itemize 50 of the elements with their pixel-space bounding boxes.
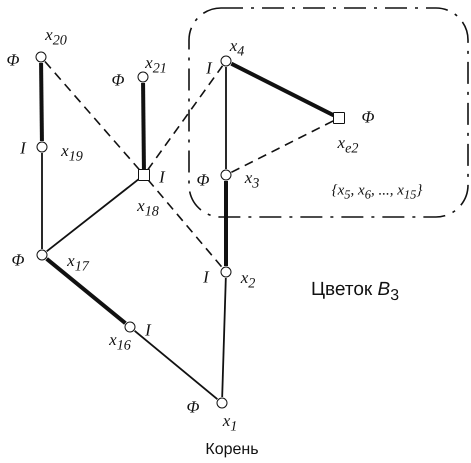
- vertex-circle: [220, 170, 232, 180]
- vertex-label: Φ: [196, 172, 210, 188]
- vertex-set-label: {x$_{5}$, x$_{6}$, ..., x$_{15}$}: [332, 183, 422, 201]
- vertex-label: I: [206, 60, 212, 76]
- vertex-circle: [36, 52, 46, 62]
- vertex-circle: [220, 56, 232, 66]
- graph-edge: [225, 67, 227, 169]
- vertex-label: Φ: [112, 72, 124, 88]
- vertex-label: x$_{19}$: [61, 142, 83, 164]
- dashed-edge: [146, 65, 224, 171]
- vertex-label: Φ: [6, 52, 20, 68]
- graph-edge: [224, 181, 228, 266]
- vertex-label: x$_{3}$: [244, 169, 260, 191]
- vertex-label: I: [20, 140, 26, 156]
- graph-edge: [134, 330, 218, 400]
- vertex-square: [333, 112, 345, 124]
- vertex-label: x$_{2}$: [240, 269, 256, 291]
- graph-edge: [141, 82, 146, 170]
- vertex-circle: [220, 266, 232, 278]
- vertex-label: x$_{e2}$: [338, 134, 358, 156]
- graph-edge: [45, 257, 127, 325]
- graph-edge: [221, 278, 227, 398]
- vertex-label: x$_{4}$: [230, 37, 244, 59]
- vertex-label: x$_{17}$: [67, 252, 89, 274]
- vertex-label: I: [159, 168, 165, 186]
- graph-edge: [46, 178, 140, 252]
- vertex-label: x$_{1}$: [222, 412, 238, 434]
- vertex-circle: [216, 398, 228, 408]
- vertex-square: [138, 169, 150, 181]
- graph-edge: [230, 62, 335, 118]
- vertex-label: I: [203, 268, 209, 286]
- dashed-edge: [147, 179, 223, 268]
- vertex-circle: [36, 250, 48, 260]
- vertex-label: x$_{16}$: [109, 331, 131, 353]
- vertex-label: I: [145, 322, 151, 338]
- vertex-label: x$_{18}$: [137, 197, 159, 219]
- graph-edge: [39, 62, 44, 142]
- blossom-label: Цветок B$_{3}$: [310, 280, 400, 304]
- graph-edge: [41, 153, 43, 249]
- vertex-label: x$_{21}$: [145, 54, 167, 76]
- vertex-label: x$_{20}$: [45, 26, 67, 48]
- vertex-circle: [124, 322, 136, 332]
- dashed-edge: [231, 120, 334, 174]
- root-label: Корень: [205, 442, 259, 458]
- vertex-circle: [36, 142, 48, 152]
- vertex-label: Φ: [362, 108, 374, 126]
- vertex-label: Φ: [186, 398, 200, 416]
- vertex-label: Φ: [12, 252, 24, 268]
- vertex-circle: [138, 72, 148, 82]
- dashed-edge: [44, 61, 141, 171]
